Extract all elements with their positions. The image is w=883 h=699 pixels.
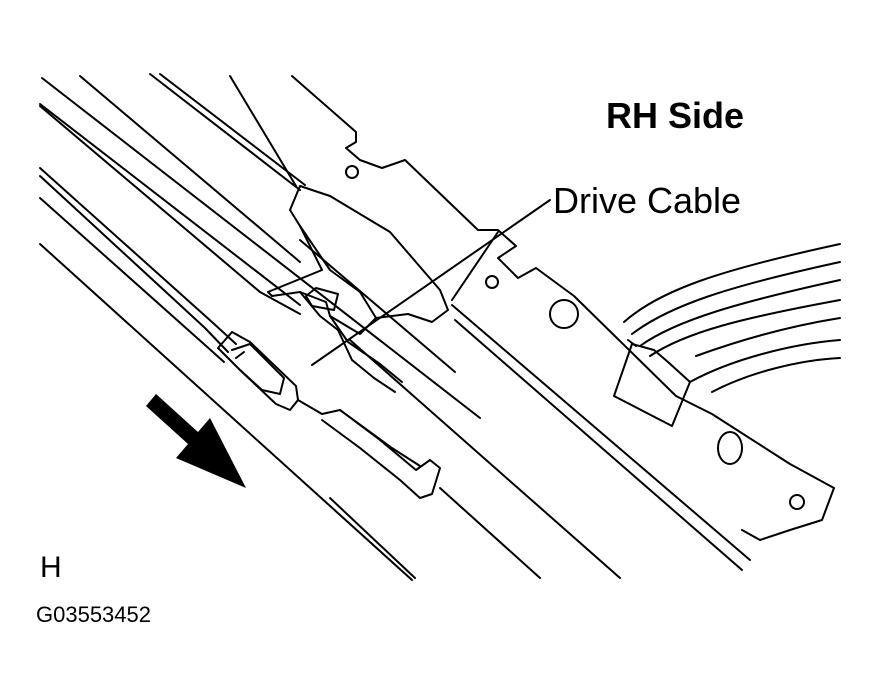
center-guide-rail — [79, 73, 751, 579]
guide-shoe — [217, 331, 441, 499]
arrow-down-right-icon — [146, 394, 246, 488]
diagram-title: RH Side — [606, 95, 745, 136]
figure-id: G03553452 — [36, 602, 151, 627]
mounting-bracket — [613, 339, 691, 427]
callout-leader-line — [311, 199, 551, 366]
left-guide-rail — [39, 77, 481, 581]
drive-cable-callout: Drive Cable — [553, 180, 742, 221]
view-letter: H — [40, 551, 62, 584]
sunroof-frame-plate — [229, 75, 835, 541]
drain-tube — [623, 243, 841, 393]
